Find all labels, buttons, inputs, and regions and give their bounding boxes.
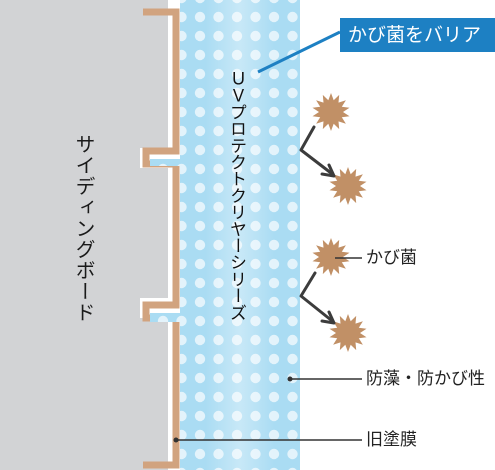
siding-label: サイディングボード (72, 134, 96, 323)
label-old-film: 旧塗膜 (366, 430, 417, 450)
mold-spores (312, 93, 367, 352)
leader-old-film-dot (173, 437, 179, 443)
bounce-arrow-upper (299, 125, 333, 175)
callout-label: かび菌をバリア (348, 24, 482, 46)
mold-spore-2 (329, 167, 367, 205)
mold-spore-1 (312, 93, 350, 131)
bounce-arrow-lower (299, 271, 333, 322)
label-mold: かび菌 (366, 248, 417, 268)
bounce-arrows (299, 125, 336, 325)
siding-board (0, 0, 168, 470)
mold-spore-3 (312, 238, 350, 276)
leader-antialgae-dot (287, 376, 293, 382)
old-film-layer (142, 8, 180, 469)
coating-shine (205, 0, 275, 470)
callout-box (340, 18, 495, 52)
coating-label: ＵＶプロテクトクリヤーシリーズ (226, 70, 246, 321)
mold-spore-4 (329, 314, 367, 352)
label-antialgae: 防藻・防かび性 (366, 369, 485, 389)
callout-pointer (257, 30, 341, 74)
bounce-arrow-upper-head (320, 163, 336, 178)
bounce-arrow-lower-head (320, 310, 336, 325)
